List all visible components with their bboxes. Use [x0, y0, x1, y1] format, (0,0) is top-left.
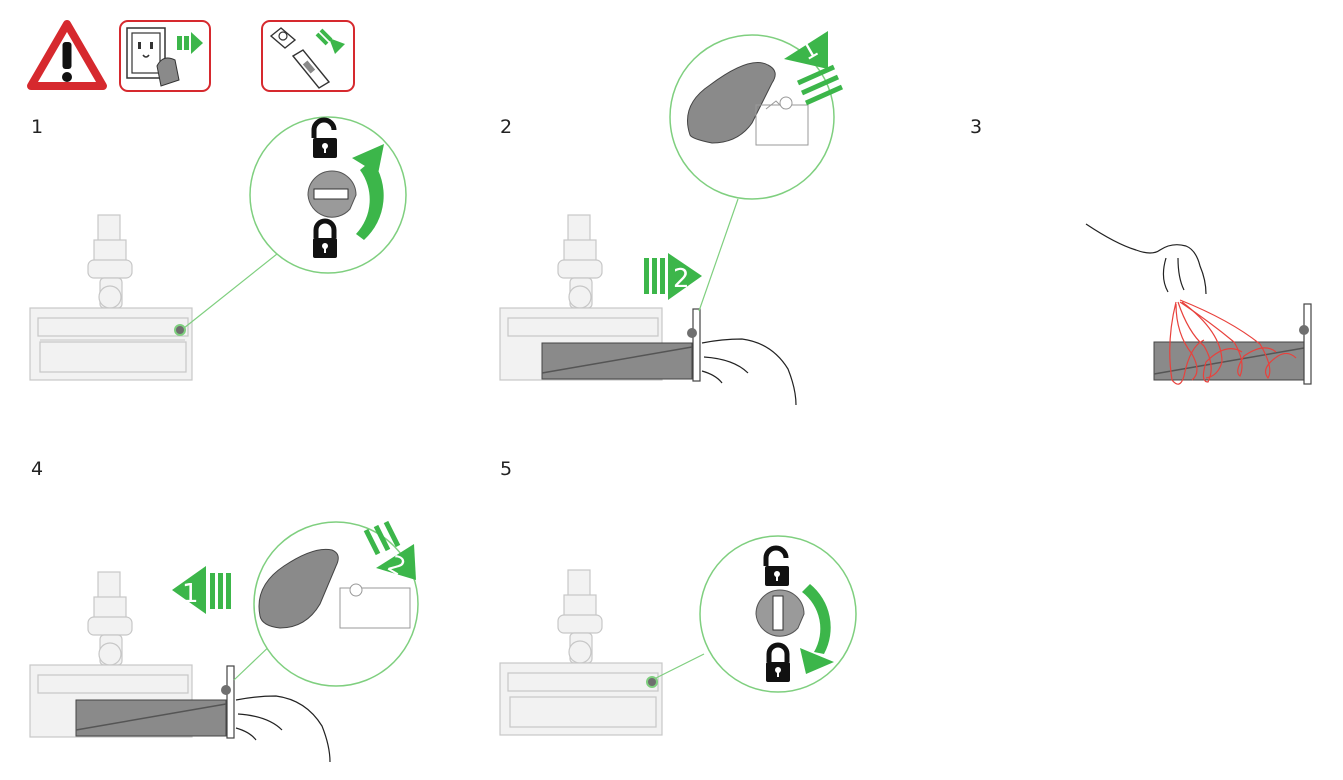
slide-in-arrow-label: 1: [182, 579, 199, 609]
unplug-from-wall-icon: [126, 27, 203, 87]
unlock-padlock-icon: [311, 117, 337, 158]
unlock-padlock-icon: [763, 545, 789, 586]
step-3-illustration: [1085, 223, 1312, 385]
lock-padlock-icon: [766, 642, 790, 682]
step-5-number: 5: [500, 458, 513, 480]
detach-box: [261, 20, 355, 92]
step-4-illustration: 1 2: [29, 520, 419, 763]
tangled-threads: [1169, 299, 1297, 385]
step-5-illustration: [499, 535, 857, 736]
pull-arrow: [644, 253, 702, 300]
step-1-number: 1: [31, 116, 44, 138]
step-4-number: 4: [31, 458, 44, 480]
brush-bar: [541, 342, 693, 380]
warning-triangle-icon: [27, 20, 107, 90]
rotate-arrow: [356, 160, 384, 240]
pull-arrow-label: 2: [673, 264, 690, 294]
lock-in-arrow: [363, 520, 416, 580]
step-2-number: 2: [500, 116, 513, 138]
step-2-illustration: 2 1: [499, 31, 844, 406]
lock-padlock-icon: [313, 218, 337, 258]
slide-in-arrow: [172, 566, 231, 614]
step-3-number: 3: [970, 116, 983, 138]
lock-knob: [174, 324, 186, 336]
cleaner-head: [29, 214, 193, 381]
release-arrow: [784, 31, 844, 106]
detach-cleaner-head-icon: [269, 27, 345, 89]
rotate-lock-arrow: [802, 584, 831, 654]
step-1-illustration: [29, 116, 407, 381]
unplug-box: [119, 20, 211, 92]
